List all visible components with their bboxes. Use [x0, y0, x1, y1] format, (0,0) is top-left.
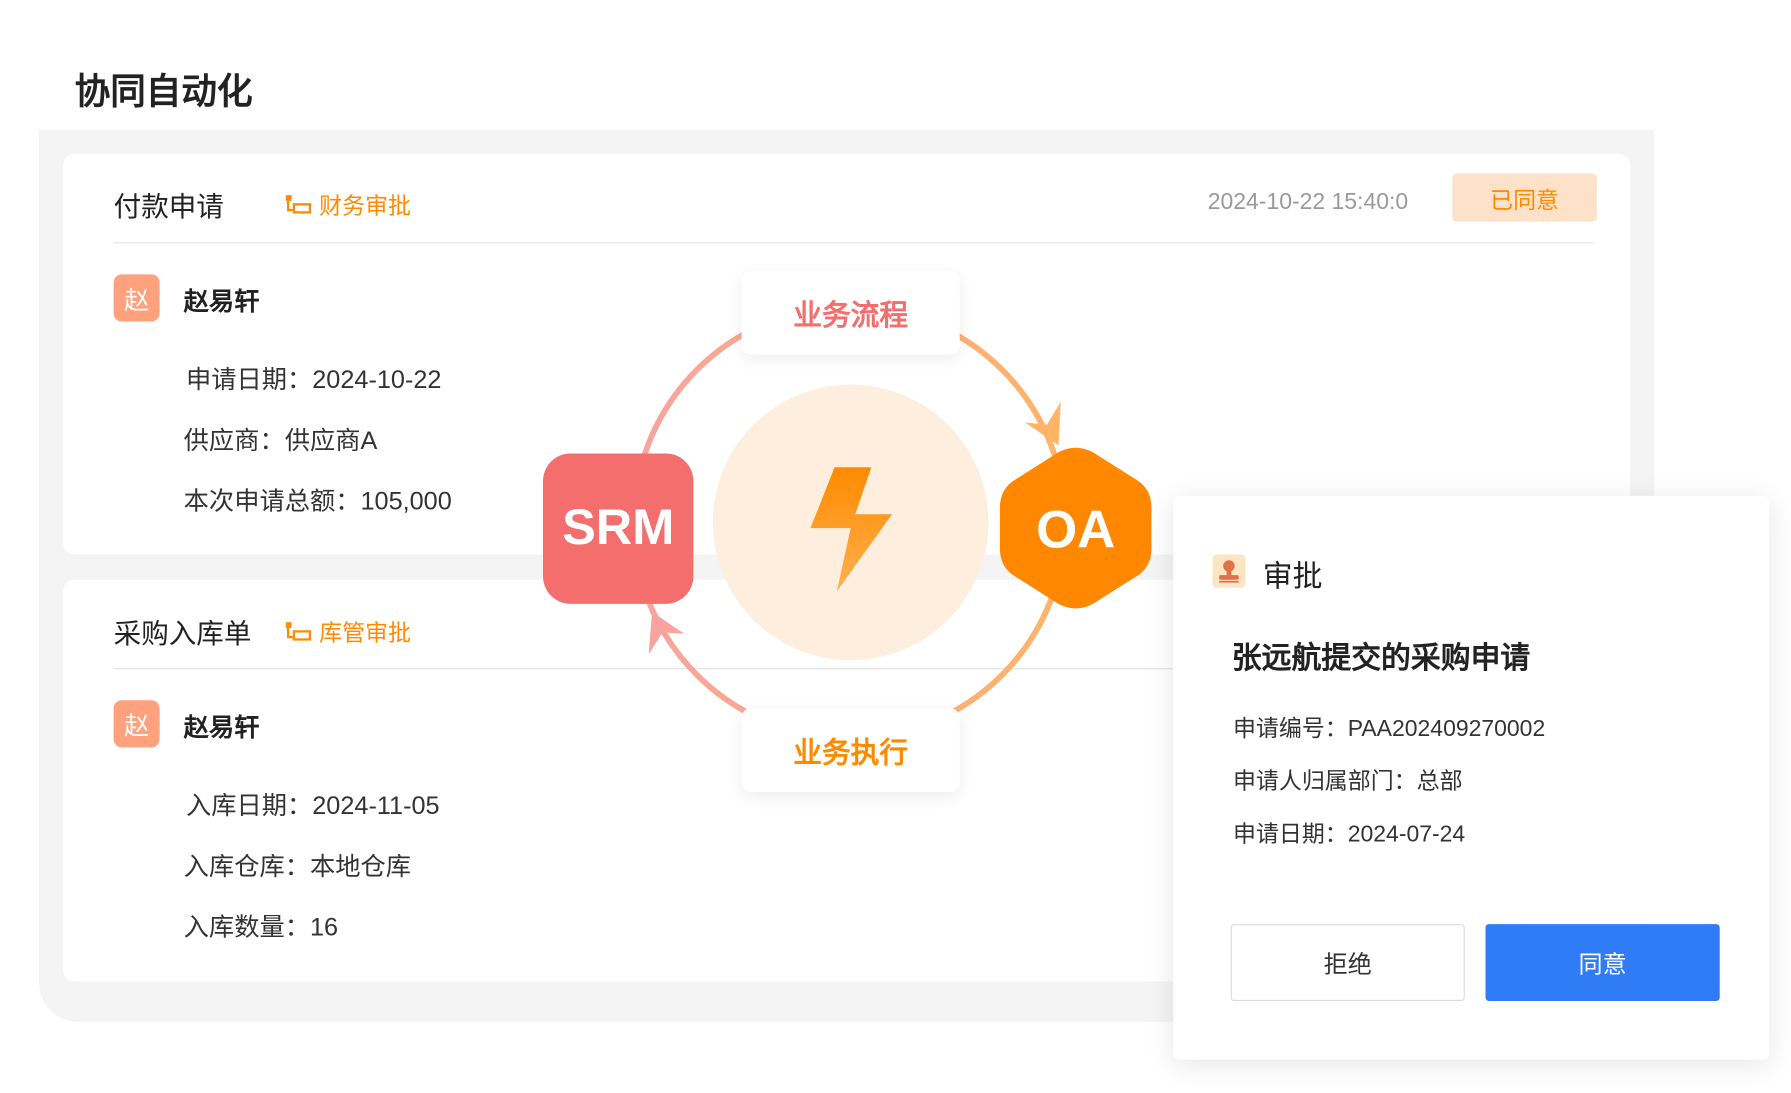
flow-icon [285, 621, 312, 641]
reject-button[interactable]: 拒绝 [1230, 924, 1465, 1002]
popup-header: 审批 [1262, 559, 1323, 594]
status-badge: 已同意 [1452, 173, 1597, 222]
flow-icon [285, 194, 312, 213]
card-title: 采购入库单 [113, 618, 252, 650]
field-apply-date: 申请日期：2024-10-22 [185, 365, 442, 394]
approve-button[interactable]: 同意 [1485, 924, 1720, 1002]
tag-label: 库管审批 [319, 621, 411, 647]
oa-node [999, 447, 1152, 609]
business-execution-label: 业务执行 [741, 708, 960, 793]
avatar: 赵 [113, 700, 160, 748]
applicant-name: 赵易轩 [183, 712, 260, 742]
field-request-number: 申请编号：PAA202409270002 [1232, 716, 1546, 742]
field-warehouse: 入库仓库：本地仓库 [183, 851, 412, 881]
srm-node [543, 453, 694, 604]
approval-tag[interactable]: 库管审批 [285, 614, 411, 647]
field-quantity: 入库数量：16 [183, 912, 339, 942]
page-title: 协同自动化 [74, 71, 253, 112]
oa-label: OA [1036, 499, 1116, 560]
popup-title: 张远航提交的采购申请 [1231, 640, 1531, 676]
field-supplier: 供应商：供应商A [183, 425, 378, 455]
card-title: 付款申请 [113, 191, 224, 223]
field-request-date: 申请日期：2024-07-24 [1232, 821, 1466, 848]
avatar: 赵 [113, 274, 160, 322]
timestamp: 2024-10-22 15:40:0 [1207, 189, 1409, 215]
arrow-head-icon [1025, 401, 1061, 446]
field-department: 申请人归属部门：总部 [1232, 769, 1463, 795]
field-total-amount: 本次申请总额：105,000 [183, 486, 452, 516]
lightning-icon [810, 467, 892, 592]
srm-label: SRM [562, 499, 675, 556]
arrow-head-icon [648, 611, 685, 655]
approval-tag[interactable]: 财务审批 [285, 187, 411, 220]
applicant-name: 赵易轩 [183, 287, 260, 316]
divider [113, 242, 1594, 244]
divider [113, 668, 1594, 670]
field-receipt-date: 入库日期：2024-11-05 [185, 790, 440, 820]
stamp-icon [1212, 554, 1246, 588]
business-process-label: 业务流程 [741, 270, 960, 355]
tag-label: 财务审批 [319, 194, 411, 220]
